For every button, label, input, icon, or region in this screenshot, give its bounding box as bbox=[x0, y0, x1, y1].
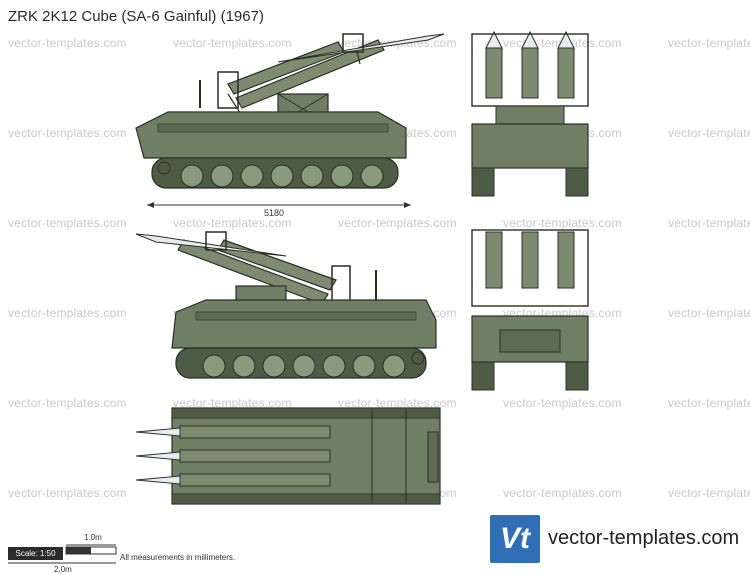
watermark-text: vector-templates.com bbox=[8, 396, 127, 410]
top-view bbox=[135, 407, 441, 505]
watermark-text: vector-templates.com bbox=[8, 216, 127, 230]
scale-ruler bbox=[8, 544, 117, 564]
dimension-label: 5180 bbox=[264, 208, 285, 218]
scale-label-top: 1.0m bbox=[84, 533, 102, 542]
watermark-text: vector-templates.com bbox=[8, 126, 127, 140]
watermark-text: vector-templates.com bbox=[668, 396, 750, 410]
scale-badge: Scale: 1:50 bbox=[8, 547, 63, 560]
vt-logo-icon: Vt bbox=[490, 515, 540, 563]
measurement-note: All measurements in millimeters. bbox=[120, 553, 236, 562]
watermark-text: vector-templates.com bbox=[8, 306, 127, 320]
scale-label-bottom: 2.0m bbox=[54, 565, 72, 574]
watermark-text: vector-templates.com bbox=[668, 36, 750, 50]
brand-name: vector-templates.com bbox=[548, 527, 740, 549]
side-view-left bbox=[135, 33, 445, 189]
page-title: ZRK 2K12 Cube (SA-6 Gainful) (1967) bbox=[8, 8, 264, 25]
brand-logo[interactable]: Vt vector-templates.com bbox=[488, 513, 744, 565]
rear-view bbox=[471, 229, 589, 391]
front-view bbox=[471, 30, 589, 197]
watermark-text: vector-templates.com bbox=[8, 486, 127, 500]
watermark-text: vector-templates.com bbox=[668, 486, 750, 500]
watermark-text: vector-templates.com bbox=[503, 396, 622, 410]
watermark-text: vector-templates.com bbox=[8, 36, 127, 50]
watermark-text: vector-templates.com bbox=[668, 216, 750, 230]
side-view-right bbox=[135, 231, 437, 379]
dimension-line bbox=[147, 202, 411, 208]
watermark-text: vector-templates.com bbox=[668, 126, 750, 140]
watermark-text: vector-templates.com bbox=[668, 306, 750, 320]
watermark-text: vector-templates.com bbox=[503, 486, 622, 500]
